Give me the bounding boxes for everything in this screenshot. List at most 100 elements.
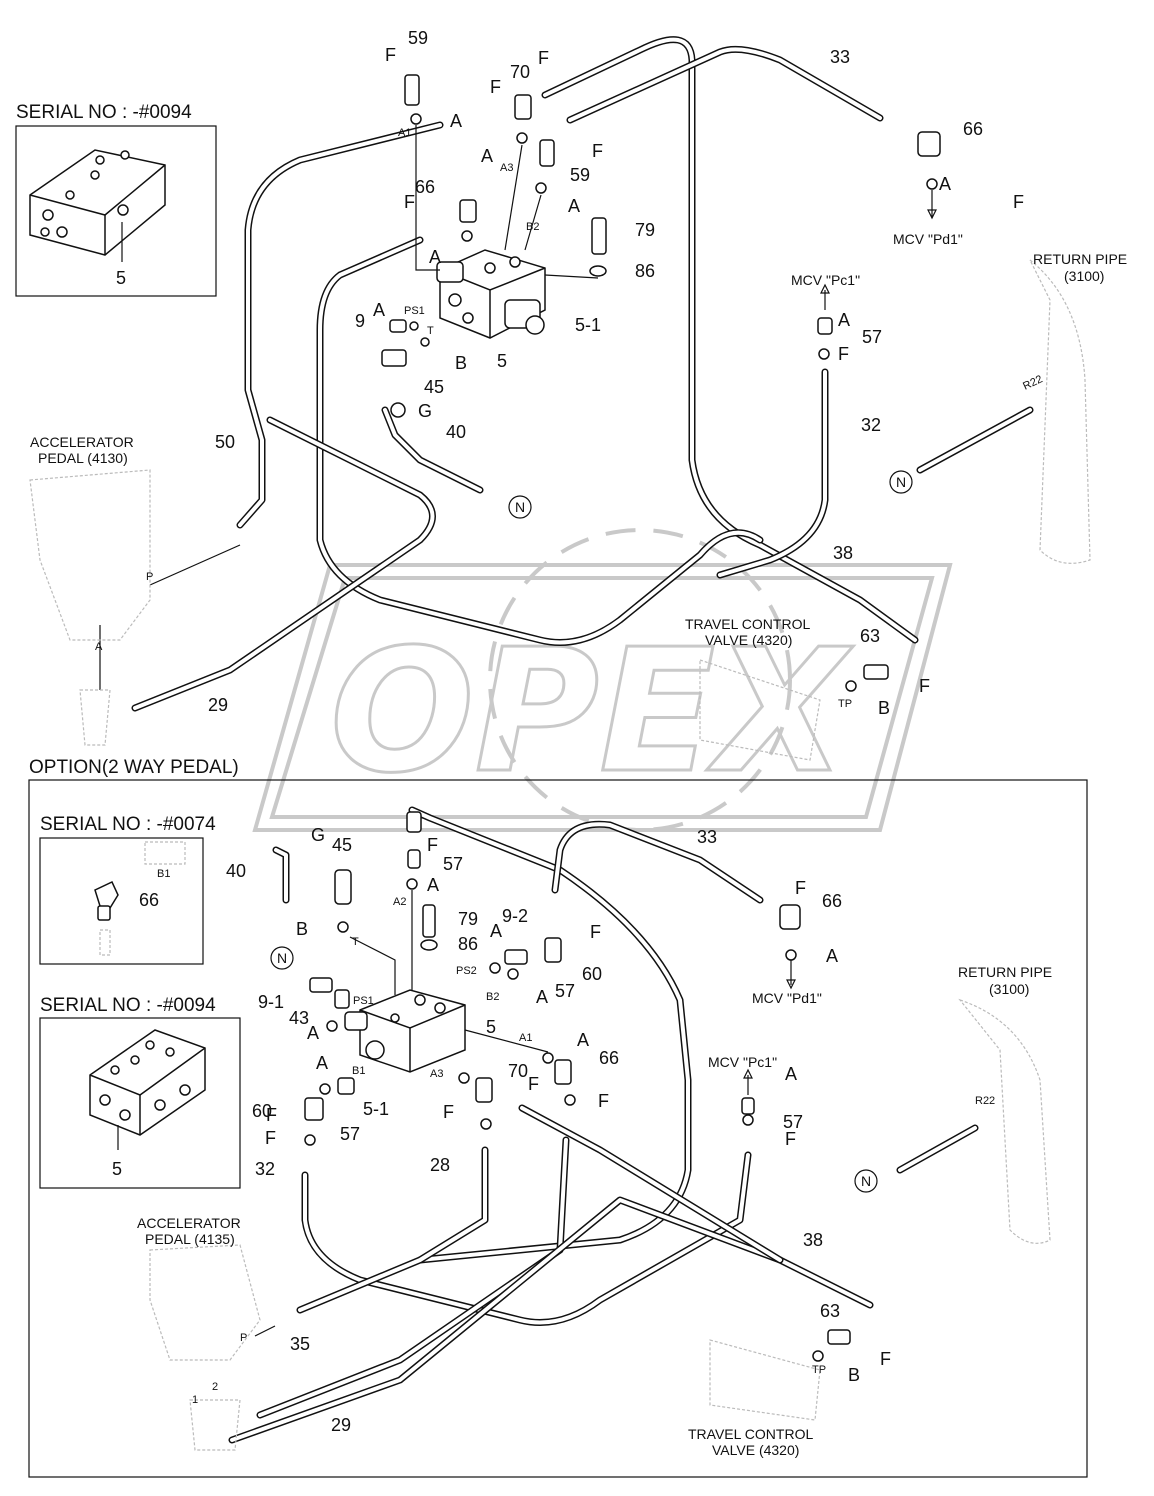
part-number: 63 [860,626,880,646]
part-number: 33 [830,47,850,67]
upper-inset-part-label: 5 [116,268,126,288]
part-number: 86 [635,261,655,281]
part-number: 50 [215,432,235,452]
part-number: 43 [289,1008,309,1028]
accelerator-pedal-caption: PEDAL (4135) [145,1231,235,1247]
letter-label: A [316,1053,328,1073]
port-label: B1 [157,868,170,880]
port-label: R22 [975,1095,995,1107]
watermark: OPEX [252,528,953,832]
letter-label: A [481,146,493,166]
letter-label: F [598,1091,609,1111]
port-label: A1 [398,127,411,139]
letter-label: B [878,698,890,718]
port-label: R22 [1021,373,1044,392]
travel-control-valve-caption: VALVE (4320) [705,632,792,648]
part-number: 57 [340,1124,360,1144]
upper-part-numbers: 59 70 33 66 59 66 79 86 5-1 5 9 45 40 50… [208,28,983,715]
part-number: 60 [582,964,602,984]
upper-port-labels: A1 A3 B2 PS1 T P A R22 TP [95,127,1045,710]
upper-inset-title: SERIAL NO : -#0094 [16,102,192,123]
letter-label: F [1013,192,1024,212]
port-label: PS2 [456,965,477,977]
port-label: P [146,571,153,583]
part-number: 86 [458,934,478,954]
lower-ghost-parts [149,998,1051,1451]
travel-control-valve-caption: TRAVEL CONTROL [685,616,810,632]
accelerator-pedal-caption: ACCELERATOR [30,434,134,450]
lower-letter-labels: G F A B A F A F A A A A F F F F F A F B … [265,825,891,1385]
letter-label: F [795,878,806,898]
lower-inset-2-title: SERIAL NO : -#0094 [40,995,216,1016]
part-number: 9-1 [258,992,284,1012]
part-number: 5 [486,1017,496,1037]
part-number: 66 [599,1048,619,1068]
return-pipe-caption: RETURN PIPE [1033,251,1127,267]
watermark-text: OPEX [330,613,854,811]
return-pipe-caption: (3100) [989,981,1029,997]
lower-inset-1-title: SERIAL NO : -#0074 [40,814,216,835]
port-label: TP [812,1364,826,1376]
lower-valve-block [344,989,466,1073]
letter-label: F [427,835,438,855]
mcv-pc1-label: MCV "Pc1" [791,272,860,288]
letter-label: A [536,987,548,1007]
part-number: 32 [861,415,881,435]
upper-ghost-parts [29,259,1091,761]
letter-label: A [826,946,838,966]
letter-label: F [385,45,396,65]
part-number: 40 [446,422,466,442]
lower-port-labels: A2 T PS2 B2 PS1 A1 B1 A3 P 1 2 R22 TP [192,896,995,1406]
part-number: 45 [332,835,352,855]
letter-label: A [577,1030,589,1050]
return-pipe-caption: RETURN PIPE [958,964,1052,980]
lower-inset-2: SERIAL NO : -#0094 5 [39,995,241,1189]
letter-label: A [450,111,462,131]
part-number: 66 [822,891,842,911]
upper-valve-block [436,249,546,339]
letter-label: F [838,344,849,364]
letter-label: A [568,196,580,216]
part-number: 59 [408,28,428,48]
lower-section-frame [28,779,1088,1478]
port-label: 1 [192,1394,198,1406]
letter-label: F [880,1349,891,1369]
part-number: 9 [355,311,365,331]
return-pipe-caption: (3100) [1064,268,1104,284]
port-label: A3 [500,162,513,174]
part-number: 28 [430,1155,450,1175]
part-number: 29 [208,695,228,715]
upper-inset: SERIAL NO : -#0094 5 [15,102,217,297]
travel-control-valve-caption: VALVE (4320) [712,1442,799,1458]
port-label: TP [838,698,852,710]
mcv-pc1-label: MCV "Pc1" [708,1054,777,1070]
upper-fittings [99,74,941,692]
port-label: PS1 [353,995,374,1007]
port-label: A1 [519,1032,532,1044]
lower-inset-1: SERIAL NO : -#0074 B1 66 [39,814,216,965]
part-number: 33 [697,827,717,847]
part-number: 57 [555,981,575,1001]
letter-label: F [919,676,930,696]
letter-label: B [296,919,308,939]
part-number: 63 [820,1301,840,1321]
lower-captions: ACCELERATOR PEDAL (4135) RETURN PIPE (31… [137,964,1052,1458]
letter-label: F [490,77,501,97]
port-label: P [240,1332,247,1344]
letter-label: A [490,921,502,941]
letter-label: A [427,875,439,895]
lower-n-markers: N N [270,946,878,1193]
letter-label: A [838,310,850,330]
letter-label: F [404,192,415,212]
part-number: 60 [252,1101,272,1121]
port-label: T [352,936,359,948]
part-number: 66 [415,177,435,197]
part-number: 79 [458,909,478,929]
port-label: B2 [526,221,539,233]
letter-label: B [848,1365,860,1385]
port-label: A [95,641,103,653]
port-label: B1 [352,1065,365,1077]
mcv-pd1-label: MCV "Pd1" [752,990,822,1006]
part-number: 40 [226,861,246,881]
